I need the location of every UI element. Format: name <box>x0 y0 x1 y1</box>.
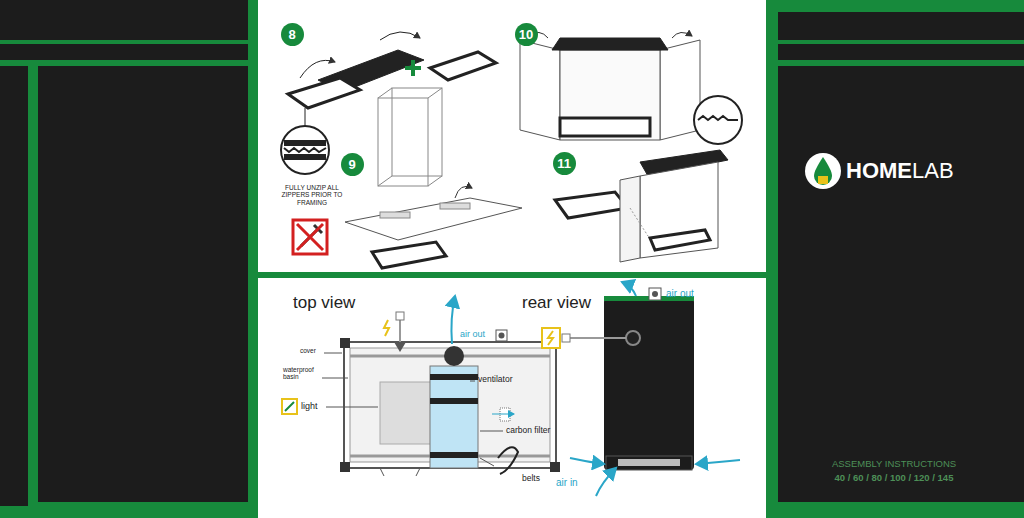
part-label: cover <box>300 347 316 354</box>
bottom-sheet <box>258 278 766 518</box>
callout-circle: 10 <box>515 23 538 46</box>
part-label: waterproof basin <box>283 366 321 381</box>
airflow-label: air out <box>460 329 485 339</box>
view-title: top view <box>293 293 355 313</box>
step-11-drawing <box>555 150 728 262</box>
model-sizes: 40 / 60 / 80 / 100 / 120 / 145 <box>835 473 954 484</box>
callout-number: 10 <box>519 27 533 42</box>
top-sheet <box>258 0 766 272</box>
top-view-drawing <box>282 296 560 476</box>
part-label: belts <box>522 474 540 484</box>
callout-number: 11 <box>557 156 571 171</box>
note: FULLY UNZIP ALL ZIPPERS PRIOR TO FRAMING <box>275 184 349 206</box>
callout-number: 9 <box>348 157 355 172</box>
callout-circle: 11 <box>553 152 576 175</box>
logo-text: HOME <box>846 158 912 183</box>
step-10-drawing <box>520 32 742 144</box>
zipper-zoom <box>281 108 329 174</box>
callout-circle: 8 <box>281 23 304 46</box>
part-label: ventilator <box>478 375 513 385</box>
callout-number: 8 <box>288 27 295 42</box>
left-panel <box>0 0 248 506</box>
step-9-drawing <box>345 88 522 268</box>
airflow-label: air in <box>556 477 578 489</box>
right-panel <box>778 12 1024 502</box>
view-title: rear view <box>522 293 591 313</box>
logo-text: LAB <box>912 158 954 183</box>
no-tools-icon <box>293 220 327 254</box>
part-label: light <box>301 401 318 411</box>
airflow-label: air out <box>666 288 694 300</box>
document-title: ASSEMBLY INSTRUCTIONS <box>832 459 956 470</box>
part-label: carbon filter <box>506 426 550 436</box>
callout-circle: 9 <box>341 153 364 176</box>
rear-view-drawing <box>542 282 740 496</box>
